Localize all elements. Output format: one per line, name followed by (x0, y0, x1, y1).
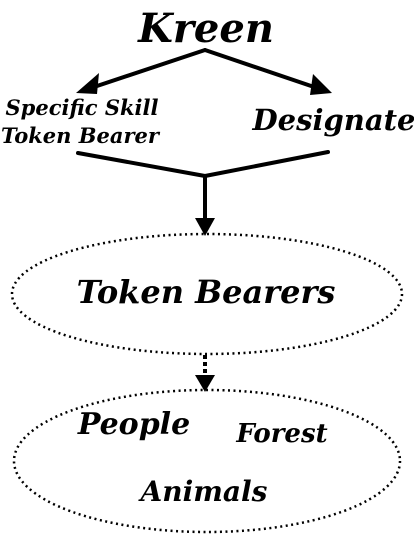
dotted-connector-head (195, 375, 215, 392)
arrow-line-left (86, 48, 207, 91)
category-forest: Forest (235, 419, 327, 449)
category-people: People (77, 407, 190, 442)
root-label: Kreen (137, 5, 274, 52)
arrow-head-right (310, 74, 332, 95)
arrow-head-left (76, 73, 99, 94)
merge-lines (76, 150, 330, 224)
branch-left-line1: Specific Skill (6, 95, 159, 120)
merge-line-right (203, 150, 330, 178)
token-bearers-label: Token Bearers (77, 273, 336, 311)
branch-right-label: Designate (252, 103, 414, 137)
arrow-line-right (203, 48, 322, 91)
token-bearers-ellipse (10, 232, 404, 356)
down-arrow-head (195, 218, 215, 236)
category-animals: Animals (138, 475, 268, 508)
merge-line-left (76, 151, 207, 178)
split-arrows (86, 48, 322, 91)
branch-left-line2: Token Bearer (1, 123, 161, 148)
categories-ellipse (12, 388, 402, 534)
